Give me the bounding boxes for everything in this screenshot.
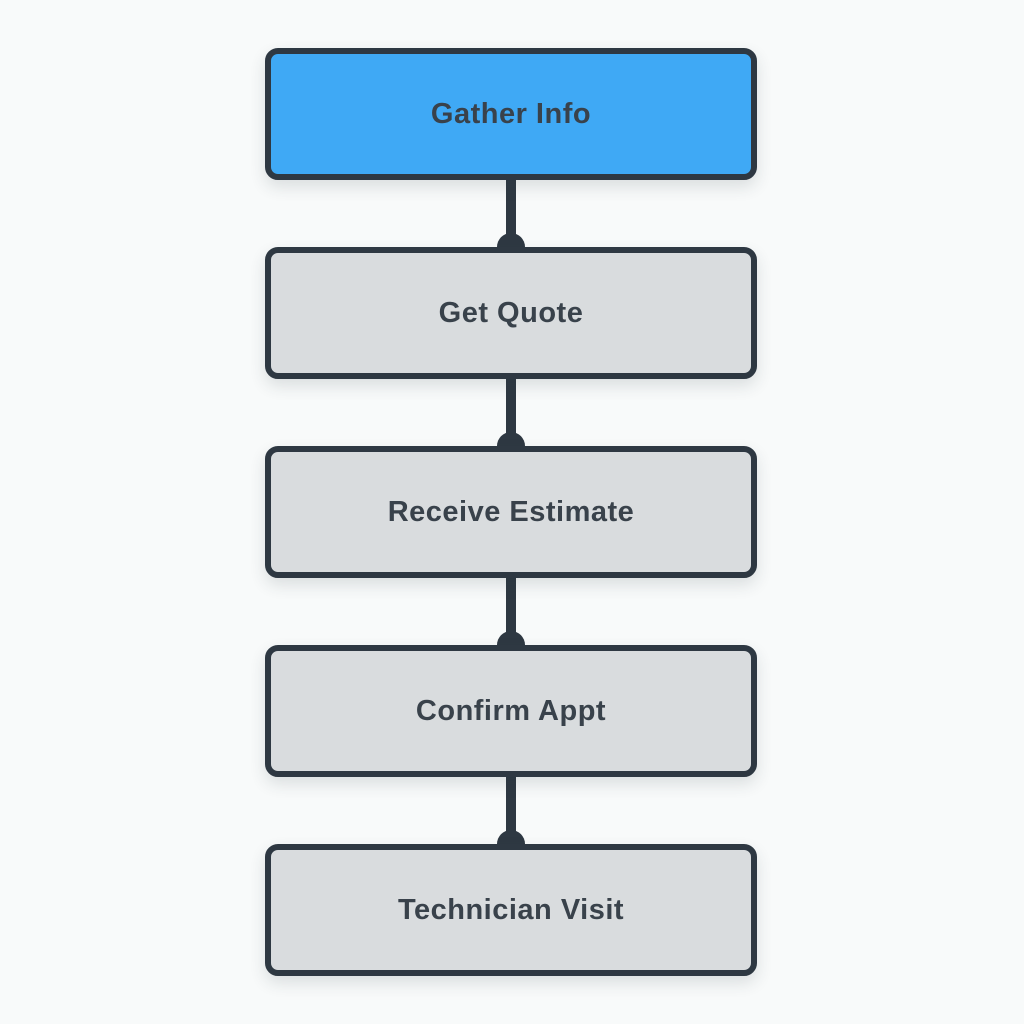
connector-line bbox=[497, 578, 525, 659]
connector-line bbox=[497, 777, 525, 858]
flow-step-label: Get Quote bbox=[438, 296, 584, 329]
flow-step-get-quote: Get Quote bbox=[265, 247, 757, 379]
flow-step-confirm-appt: Confirm Appt bbox=[265, 645, 757, 777]
flow-step-receive-estimate: Receive Estimate bbox=[265, 446, 757, 578]
flow-step-technician-visit: Technician Visit bbox=[265, 844, 757, 976]
flow-step-label: Receive Estimate bbox=[387, 495, 635, 528]
flow-step-label: Technician Visit bbox=[397, 893, 625, 926]
flow-step-label: Gather Info bbox=[430, 97, 592, 130]
connector-line bbox=[497, 379, 525, 460]
flowchart-column: Gather Info Get Quote Receive Estimate C… bbox=[265, 48, 757, 976]
flow-step-label: Confirm Appt bbox=[415, 694, 607, 727]
flow-step-gather-info: Gather Info bbox=[265, 48, 757, 180]
connector-line bbox=[497, 180, 525, 261]
